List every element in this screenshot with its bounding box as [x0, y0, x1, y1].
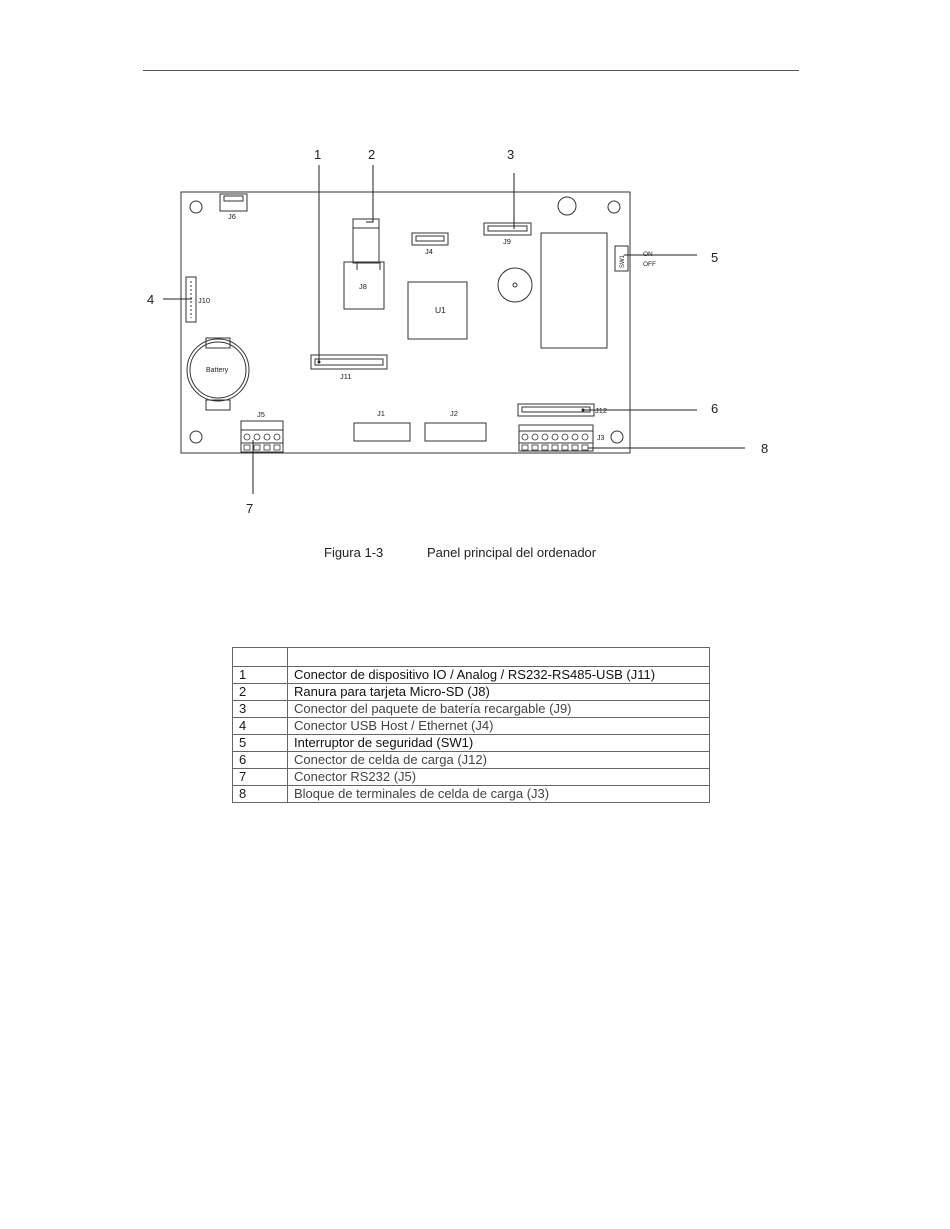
label-j9: J9 — [503, 237, 511, 246]
table-header-num — [232, 647, 288, 667]
row-description: Bloque de terminales de celda de carga (… — [287, 785, 710, 803]
parts-table: 1 Conector de dispositivo IO / Analog / … — [232, 647, 710, 803]
label-j3: J3 — [597, 435, 605, 442]
row-number: 5 — [232, 734, 288, 752]
callout-3: 3 — [507, 147, 514, 162]
j2-connector — [424, 422, 487, 442]
pcb-outline — [180, 191, 631, 454]
figure-caption-label: Figura 1-3 — [324, 545, 384, 560]
leader-2 — [366, 165, 374, 223]
mounting-hole-tr — [607, 200, 621, 214]
row-number: 8 — [232, 785, 288, 803]
table-header-desc — [287, 647, 710, 667]
row-description: Conector de dispositivo IO / Analog / RS… — [287, 666, 710, 684]
label-u1: U1 — [435, 305, 446, 315]
large-module — [540, 232, 608, 349]
buzzer — [497, 267, 533, 303]
table-row: 4 Conector USB Host / Ethernet (J4) — [232, 717, 710, 735]
header-rule — [143, 70, 799, 71]
row-description: Ranura para tarjeta Micro-SD (J8) — [287, 683, 710, 701]
j6-connector — [219, 193, 248, 212]
label-sw1: SW1 — [620, 254, 626, 268]
row-number: 4 — [232, 717, 288, 735]
row-number: 6 — [232, 751, 288, 769]
table-row: 3 Conector del paquete de batería recarg… — [232, 700, 710, 718]
mounting-hole-tl — [189, 200, 203, 214]
label-battery: Battery — [206, 367, 229, 374]
sw1-switch — [614, 245, 629, 272]
label-off: OFF — [643, 261, 656, 268]
table-row: 5 Interruptor de seguridad (SW1) — [232, 734, 710, 752]
label-j6: J6 — [228, 212, 236, 221]
callout-2: 2 — [368, 147, 375, 162]
j3-terminal-block — [518, 424, 594, 452]
label-j4: J4 — [425, 247, 433, 256]
table-header-row — [232, 647, 710, 667]
j11-connector — [310, 354, 388, 370]
row-number: 3 — [232, 700, 288, 718]
j8-sd-slot — [343, 261, 385, 310]
callout-5: 5 — [711, 250, 718, 265]
row-description: Conector RS232 (J5) — [287, 768, 710, 786]
j9-connector — [483, 222, 532, 236]
label-j11: J11 — [340, 372, 352, 381]
table-row: 7 Conector RS232 (J5) — [232, 768, 710, 786]
mounting-hole-br — [610, 430, 624, 444]
label-j10: J10 — [198, 296, 210, 305]
main-board-diagram: 1 2 3 4 5 6 7 8 J6 J4 J9 J8 U1 J10 J11 B… — [147, 147, 768, 516]
j4-connector — [411, 232, 449, 246]
callout-8: 8 — [761, 441, 768, 456]
label-j2: J2 — [450, 409, 458, 418]
u1-chip — [407, 281, 468, 340]
label-j12: J12 — [595, 406, 607, 415]
table-row: 1 Conector de dispositivo IO / Analog / … — [232, 666, 710, 684]
row-number: 7 — [232, 768, 288, 786]
j5-terminal-block — [240, 420, 284, 453]
row-number: 2 — [232, 683, 288, 701]
callout-4: 4 — [147, 292, 154, 307]
label-j5: J5 — [257, 410, 265, 419]
row-description: Conector USB Host / Ethernet (J4) — [287, 717, 710, 735]
table-row: 2 Ranura para tarjeta Micro-SD (J8) — [232, 683, 710, 701]
table-row: 6 Conector de celda de carga (J12) — [232, 751, 710, 769]
row-description: Conector de celda de carga (J12) — [287, 751, 710, 769]
label-j8: J8 — [359, 282, 367, 291]
label-on: ON — [643, 251, 653, 258]
label-j1: J1 — [377, 409, 385, 418]
row-description: Interruptor de seguridad (SW1) — [287, 734, 710, 752]
row-description: Conector del paquete de batería recargab… — [287, 700, 710, 718]
callout-6: 6 — [711, 401, 718, 416]
callout-7: 7 — [246, 501, 253, 516]
row-number: 1 — [232, 666, 288, 684]
table-row: 8 Bloque de terminales de celda de carga… — [232, 785, 710, 803]
figure-caption-text: Panel principal del ordenador — [427, 545, 597, 560]
callout-1: 1 — [314, 147, 321, 162]
mounting-hole-top — [557, 196, 577, 216]
mounting-hole-bl — [189, 430, 203, 444]
battery-cell — [186, 338, 250, 402]
